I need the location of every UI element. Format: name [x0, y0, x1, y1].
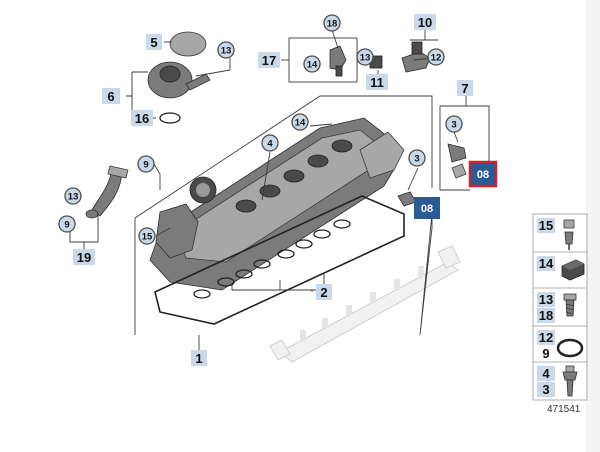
svg-text:10: 10: [418, 15, 432, 30]
svg-text:4: 4: [267, 139, 273, 150]
svg-text:14: 14: [295, 118, 306, 129]
stud-bolt-icon: [562, 365, 578, 397]
svg-text:11: 11: [370, 75, 384, 90]
svg-text:12: 12: [431, 53, 442, 64]
svg-text:12: 12: [539, 330, 553, 345]
svg-text:14: 14: [539, 256, 554, 271]
callout-16[interactable]: 16: [131, 110, 153, 126]
svg-text:14: 14: [307, 60, 318, 71]
svg-text:15: 15: [142, 232, 153, 243]
svg-text:08: 08: [421, 203, 433, 215]
svg-text:18: 18: [539, 308, 553, 323]
seal-rings: [193, 219, 351, 299]
fuel-rail-ghost: [269, 245, 461, 363]
callout-13-hose[interactable]: 13: [64, 187, 82, 205]
frame-7: [439, 105, 490, 191]
filler-cap-assembly: [147, 31, 211, 124]
sensor-10: [369, 41, 431, 73]
callout-9-hose[interactable]: 9: [137, 155, 155, 173]
svg-text:19: 19: [77, 250, 91, 265]
grommet-icon: [561, 259, 585, 281]
callout-2[interactable]: 2: [316, 284, 332, 300]
callout-5[interactable]: 5: [146, 34, 162, 50]
svg-text:13: 13: [221, 46, 232, 57]
cylinder-head-cover: [149, 117, 405, 291]
callout-1[interactable]: 1: [191, 350, 207, 366]
legend-row-12-9[interactable]: 12 9: [537, 330, 584, 361]
legend-row-13-18[interactable]: 13 18: [537, 292, 577, 323]
sensor-17: [329, 45, 347, 77]
svg-text:2: 2: [320, 285, 327, 300]
svg-text:3: 3: [414, 154, 419, 165]
callout-10[interactable]: 10: [414, 14, 436, 30]
callout-15[interactable]: 15: [138, 227, 156, 245]
sensor-3: [397, 143, 467, 207]
frame-17: [288, 37, 358, 83]
bolt-icon: [563, 219, 575, 250]
callout-19[interactable]: 19: [73, 249, 95, 265]
svg-text:3: 3: [542, 382, 549, 397]
callout-14-cover[interactable]: 14: [291, 113, 309, 131]
svg-text:4: 4: [542, 366, 550, 381]
bracket-19: [69, 214, 99, 250]
callout-7[interactable]: 7: [457, 80, 473, 96]
callout-4[interactable]: 4: [261, 134, 279, 152]
legend-row-4-3[interactable]: 4 3: [537, 365, 578, 397]
svg-text:18: 18: [327, 19, 338, 30]
svg-text:13: 13: [68, 192, 79, 203]
svg-text:9: 9: [542, 346, 549, 361]
legend-row-15[interactable]: 15: [537, 218, 575, 250]
svg-text:9: 9: [143, 160, 148, 171]
callout-12-sensor[interactable]: 12: [427, 48, 445, 66]
svg-text:1: 1: [195, 351, 202, 366]
callout-17[interactable]: 17: [258, 52, 280, 68]
page-margin: [586, 0, 600, 452]
svg-text:3: 3: [451, 120, 456, 131]
frame-cylinder-head-cover: [134, 95, 433, 336]
svg-text:15: 15: [539, 218, 553, 233]
callout-18[interactable]: 18: [323, 14, 341, 32]
callout-13-sensor[interactable]: 13: [356, 48, 374, 66]
diagram-number: 471541: [547, 404, 581, 415]
bracket-2: [231, 274, 325, 292]
callout-3-inset[interactable]: 3: [445, 115, 463, 133]
callout-6[interactable]: 6: [102, 88, 120, 104]
svg-text:9: 9: [64, 220, 69, 231]
svg-text:7: 7: [461, 81, 468, 96]
legend-row-14[interactable]: 14: [537, 256, 585, 281]
svg-text:5: 5: [150, 35, 157, 50]
badge-08-highlighted[interactable]: 08: [468, 160, 498, 188]
svg-text:6: 6: [107, 89, 114, 104]
callout-13-filler[interactable]: 13: [217, 41, 235, 59]
svg-text:08: 08: [477, 169, 489, 181]
callout-9-clip[interactable]: 9: [58, 215, 76, 233]
gasket: [154, 195, 405, 325]
svg-text:13: 13: [360, 53, 371, 64]
bracket-6: [126, 71, 156, 119]
o-ring-icon: [556, 338, 584, 358]
callout-11[interactable]: 11: [366, 74, 388, 90]
svg-text:16: 16: [135, 111, 149, 126]
svg-text:17: 17: [262, 53, 276, 68]
badge-08[interactable]: 08: [414, 197, 440, 219]
screw-icon: [563, 293, 577, 317]
callout-3[interactable]: 3: [408, 149, 426, 167]
callout-14-sensor[interactable]: 14: [303, 55, 321, 73]
svg-text:13: 13: [539, 292, 553, 307]
vent-hose: [85, 165, 129, 219]
